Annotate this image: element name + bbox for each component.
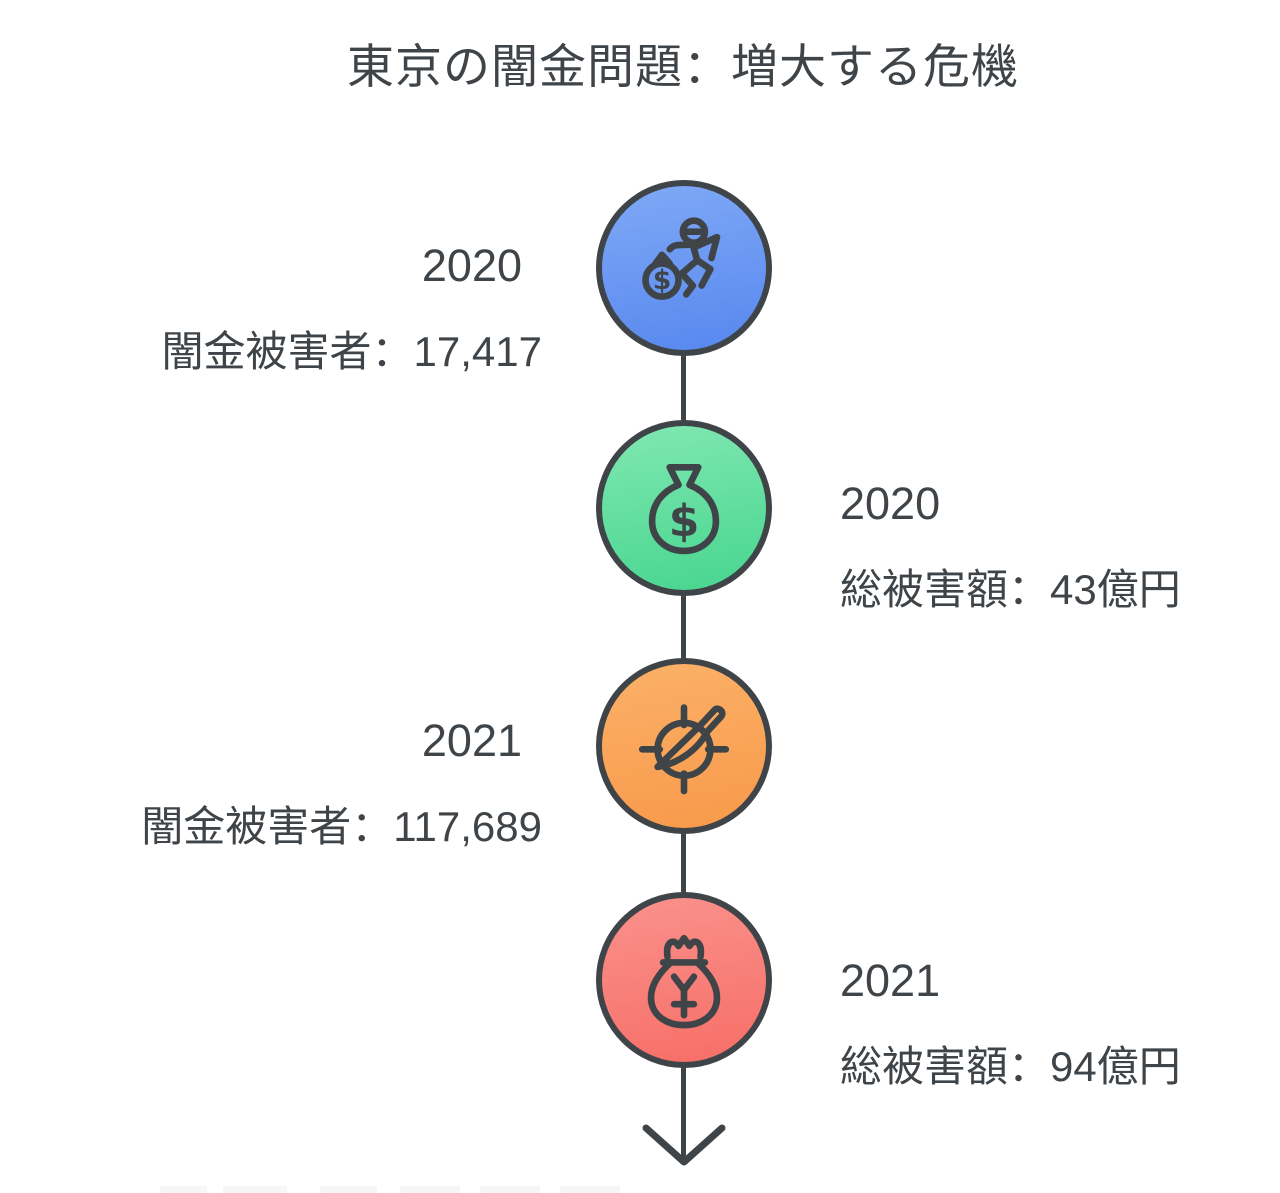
stat-label: 闇金被害者：17,417 [161,328,542,375]
yen-symbol [670,973,698,1019]
page-title: 東京の闇金問題：増大する危機 [347,40,1019,93]
timeline-node-victims-2021 [596,658,772,834]
dollar-symbol: $ [669,496,700,547]
timeline-node-damage-2020: $ [596,420,772,596]
cutoff-text-row [0,1186,1280,1193]
stat-label: 闇金被害者：117,689 [141,803,542,850]
money-bag-yen-icon [647,934,721,1029]
year-label: 2021 [840,955,941,1006]
event-victims-2020: 2020 闇金被害者：17,417 [162,240,542,378]
year-label: 2020 [840,478,941,529]
event-victims-2021: 2021 闇金被害者：117,689 [141,715,542,853]
knife-target-icon [638,704,730,795]
year-label: 2020 [421,240,522,291]
thief-running-icon: $ [642,217,721,300]
event-damage-2021: 2021 総被害額：94億円 [840,955,1181,1093]
stat-label: 総被害額：94億円 [840,1043,1181,1090]
timeline-node-damage-2021 [596,892,772,1068]
timeline-node-victims-2020: $ [596,180,772,356]
down-arrow-icon [642,1124,726,1166]
event-damage-2020: 2020 総被害額：43億円 [840,478,1181,616]
dollar-symbol: $ [653,265,671,296]
money-bag-dollar-icon: $ [648,464,720,555]
stat-label: 総被害額：43億円 [840,566,1181,613]
year-label: 2021 [421,715,522,766]
